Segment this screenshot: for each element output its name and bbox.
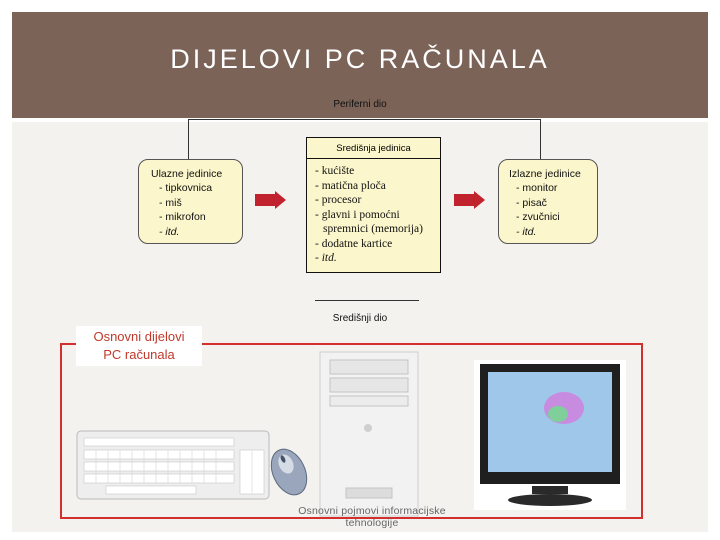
output-units-box: Izlazne jedinice - monitor - pisač - zvu… (498, 159, 598, 244)
central-title-divider (307, 158, 440, 159)
monitor-image (474, 360, 626, 510)
photo-label: Osnovni dijelovi PC računala (76, 326, 202, 366)
keyboard-image (76, 430, 270, 500)
output-units-list: - monitor - pisač - zvučnici - itd. (516, 181, 560, 239)
bracket-right-line (540, 119, 541, 159)
output-item: - itd. (516, 225, 537, 238)
input-units-box: Ulazne jedinice - tipkovnica - miš - mik… (138, 159, 243, 244)
central-unit-title: Središnja jedinica (336, 143, 411, 154)
arrow-input-to-central (255, 194, 275, 206)
footer-text: Osnovni pojmovi informacijske tehnologij… (298, 505, 446, 529)
input-item: - itd. (159, 225, 180, 238)
output-item: - monitor (516, 182, 558, 194)
output-item: - zvučnici (516, 211, 560, 223)
header-band (12, 12, 708, 118)
computer-case-image (319, 351, 419, 517)
central-unit-list: - kućište - matična ploča - procesor - g… (315, 164, 423, 266)
central-item: - dodatne kartice (315, 237, 393, 250)
output-item: - pisač (516, 196, 547, 209)
arrow-input-head (275, 191, 286, 209)
input-units-title: Ulazne jedinice (151, 168, 223, 180)
arrow-output-head (474, 191, 485, 209)
arrow-central-to-output (454, 194, 474, 206)
page-title: DIJELOVI PC RAČUNALA (170, 44, 550, 74)
bracket-left-line (188, 119, 189, 159)
central-item: spremnici (memorija) (323, 223, 423, 235)
central-unit-box: Središnja jedinica - kućište - matična p… (306, 137, 441, 273)
sredisnji-dio-label: Središnji dio (332, 313, 388, 324)
input-units-list: - tipkovnica - miš - mikrofon - itd. (159, 181, 212, 239)
mouse-image (270, 448, 308, 496)
periferni-dio-label: Periferni dio (333, 99, 387, 110)
bracket-top-line (188, 119, 541, 120)
photo-label-line: PC računala (103, 347, 175, 362)
central-item: - itd. (315, 252, 337, 264)
photo-label-line: Osnovni dijelovi (93, 329, 185, 344)
input-item: - tipkovnica (159, 182, 213, 194)
central-bracket-line (315, 300, 419, 301)
input-item: - miš (159, 196, 182, 209)
central-item: - kućište (315, 165, 355, 177)
photo-frame (60, 343, 643, 519)
central-item: - matična ploča (315, 179, 386, 192)
output-units-title: Izlazne jedinice (509, 168, 581, 180)
central-item: - glavni i pomoćni (315, 208, 400, 221)
central-item: - procesor (315, 194, 362, 206)
input-item: - mikrofon (159, 211, 206, 223)
